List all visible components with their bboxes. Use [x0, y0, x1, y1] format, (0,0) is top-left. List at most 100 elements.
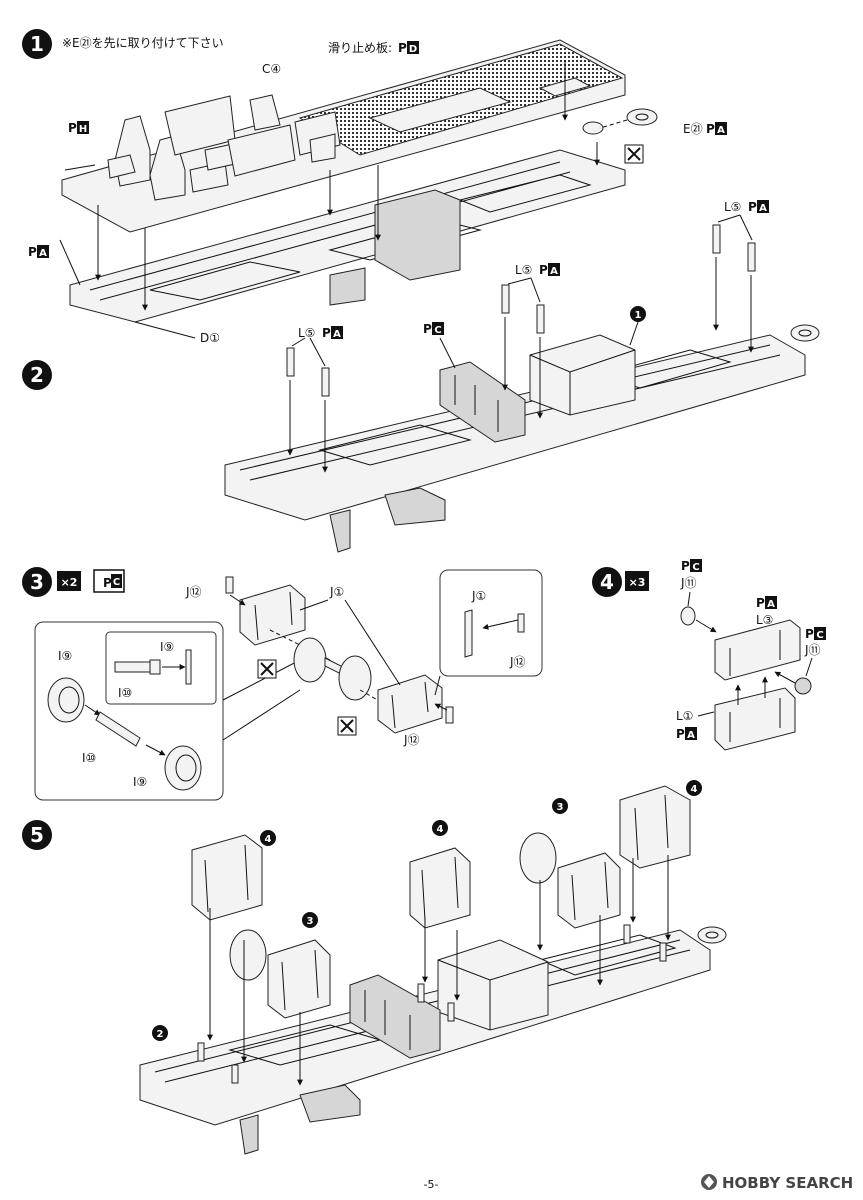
l5-label-b: L⑤	[515, 263, 532, 277]
paint-a-label-2b: A	[550, 266, 558, 277]
svg-text:P: P	[539, 263, 548, 277]
svg-text:P: P	[748, 200, 757, 214]
step-3-paint: C	[113, 577, 120, 588]
axle-cap-j11-b	[794, 677, 812, 695]
svg-text:P: P	[676, 727, 685, 741]
paint-c-label-2: C	[434, 325, 441, 336]
step-3-multiplier: ×2	[61, 576, 78, 589]
paint-c-label-4right: C	[816, 630, 823, 641]
step-1-number: 1	[30, 32, 44, 56]
l5-label-c: L⑤	[724, 200, 741, 214]
j12-label-bottom: J⑫	[403, 733, 420, 747]
step-1-badge	[22, 29, 52, 59]
j11-label-top: J⑪	[680, 576, 697, 590]
e21-label: E㉑	[683, 122, 703, 136]
bogie-wheel-5b	[519, 832, 557, 884]
i10-label-inset: I⑩	[118, 686, 132, 700]
chassis-pins	[197, 924, 667, 1084]
bogie-frame-5a	[191, 834, 263, 921]
bogie-frame-5e	[619, 785, 691, 869]
l3-label: L③	[756, 613, 773, 627]
watermark-text: HOBBY SEARCH	[722, 1174, 853, 1192]
svg-text:P: P	[68, 121, 77, 135]
floor-equipment	[107, 94, 341, 201]
paint-h-label: H	[79, 124, 87, 135]
i9-label-b: I⑨	[133, 775, 147, 789]
watermark: HOBBY SEARCH	[701, 1174, 853, 1192]
j1-label-inset: J①	[471, 589, 486, 603]
compressor-c	[439, 361, 526, 443]
paint-d-label: D	[409, 44, 417, 55]
coupler-ring-e21	[626, 108, 658, 126]
stopper-plate-label: 滑り止め板:	[328, 41, 392, 55]
ref-step-2: 2	[157, 1029, 164, 1040]
ref-step-4-b: 4	[437, 824, 444, 835]
svg-text:P: P	[28, 245, 37, 259]
step-4-number: 4	[600, 570, 614, 594]
paint-a-label-left: A	[39, 248, 47, 259]
j12-label-inset: J⑫	[509, 655, 526, 669]
wheelset-a	[293, 637, 327, 683]
bogie-frame-j1-top	[239, 584, 306, 646]
paint-c-label-4top: C	[692, 562, 699, 573]
ref-step-4-a: 4	[265, 834, 272, 845]
axle-cap-j11-a	[680, 606, 696, 626]
bogie-frame-5d	[557, 852, 621, 929]
paint-a-label-2c: A	[759, 203, 767, 214]
paint-a-label-2a: A	[333, 329, 341, 340]
transformer-box	[529, 334, 636, 416]
bogie-frame-5b	[267, 939, 331, 1019]
bogie-frame-j1-bottom	[377, 674, 443, 734]
step-3-number: 3	[30, 570, 44, 594]
step-2-number: 2	[30, 363, 44, 387]
step-3-badge	[22, 567, 52, 597]
svg-text:P: P	[756, 596, 765, 610]
svg-text:P: P	[322, 326, 331, 340]
svg-text:P: P	[805, 627, 814, 641]
wheelset-b	[338, 655, 372, 701]
paint-a-label-4bottom: A	[687, 730, 695, 741]
step-5: 5	[22, 780, 727, 1155]
step-4-multiplier: ×3	[629, 576, 646, 589]
step-1: 1 ※E㉑を先に取り付けて下さい	[22, 29, 727, 345]
c4-label: C④	[262, 62, 281, 76]
step-2-badge	[22, 360, 52, 390]
i9-label-a: I⑨	[58, 649, 72, 663]
ref-step-3-a: 3	[307, 916, 314, 927]
paint-a-label-4top: A	[767, 599, 775, 610]
j1-label: J①	[329, 585, 344, 599]
i9-label-inset: I⑨	[160, 640, 174, 654]
l5-label-a: L⑤	[298, 326, 315, 340]
paint-a-label-e21: A	[717, 125, 725, 136]
ref-step-4-c: 4	[691, 784, 698, 795]
ref-step-3-b: 3	[557, 802, 564, 813]
page-number: -5-	[424, 1178, 439, 1191]
bogie-frame-5c	[409, 847, 471, 929]
j11-label-right: J⑪	[804, 643, 821, 657]
i10-label-a: I⑩	[82, 751, 96, 765]
svg-text:P: P	[423, 322, 432, 336]
step-3: 3 ×2 P C I⑨ I⑩ I⑨ I⑩ I⑨	[22, 567, 543, 801]
bogie-side-l3	[714, 619, 801, 681]
svg-text:P: P	[398, 41, 407, 55]
j12-label-top: J⑫	[185, 585, 202, 599]
svg-text:P: P	[681, 559, 690, 573]
bogie-wheel-5a	[229, 929, 267, 981]
ref-step-1: 1	[635, 310, 642, 321]
svg-text:P: P	[706, 122, 715, 136]
step-1-note: ※E㉑を先に取り付けて下さい	[62, 36, 224, 50]
step-5-number: 5	[30, 823, 44, 847]
j1-detail-box	[439, 569, 543, 677]
step-5-badge	[22, 820, 52, 850]
compressor-final	[349, 974, 441, 1059]
step-2: 2 L⑤ P A	[22, 200, 820, 553]
svg-text:P: P	[103, 576, 112, 590]
l1-label: L①	[676, 709, 693, 723]
d1-label: D①	[200, 331, 220, 345]
pin-group-l5	[286, 224, 756, 397]
step-4-badge	[592, 567, 622, 597]
step-4: 4 ×3 P C J⑪ P A L③ P C J⑪ L① P A	[592, 559, 826, 751]
bogie-side-l1	[714, 687, 796, 751]
